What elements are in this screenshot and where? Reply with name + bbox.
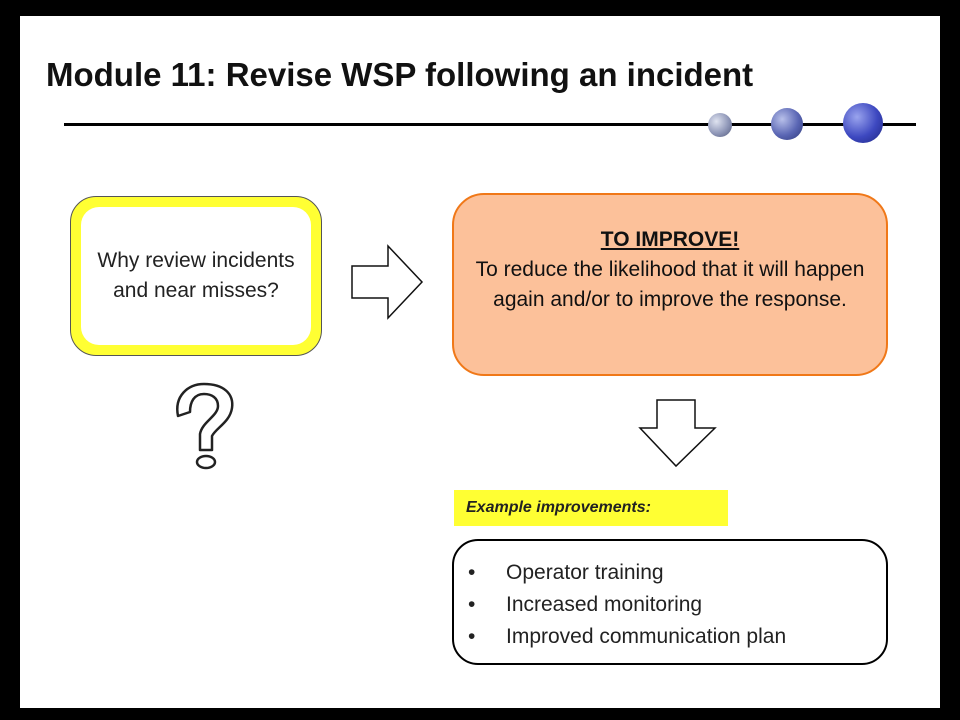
title-divider — [64, 123, 916, 126]
list-item: Increased monitoring — [468, 589, 786, 621]
decorative-dot-large — [843, 103, 883, 143]
answer-heading: TO IMPROVE! — [600, 228, 740, 251]
question-mark-icon — [176, 382, 234, 470]
question-text: Why review incidents and near misses? — [81, 207, 311, 345]
list-item: Improved communication plan — [468, 621, 786, 653]
list-item: Operator training — [468, 557, 786, 589]
down-arrow-icon — [638, 399, 717, 468]
question-box: Why review incidents and near misses? — [70, 196, 322, 356]
decorative-dot-small — [708, 113, 732, 137]
example-improvements-label: Example improvements: — [454, 490, 728, 526]
answer-text: To reduce the likelihood that it will ha… — [475, 258, 865, 311]
right-arrow-icon — [351, 244, 424, 320]
answer-box: TO IMPROVE! To reduce the likelihood tha… — [452, 193, 888, 376]
slide-title: Module 11: Revise WSP following an incid… — [46, 56, 754, 93]
improvements-list: Operator training Increased monitoring I… — [468, 557, 786, 653]
improvements-list-box: Operator training Increased monitoring I… — [452, 539, 888, 665]
decorative-dot-medium — [771, 108, 803, 140]
